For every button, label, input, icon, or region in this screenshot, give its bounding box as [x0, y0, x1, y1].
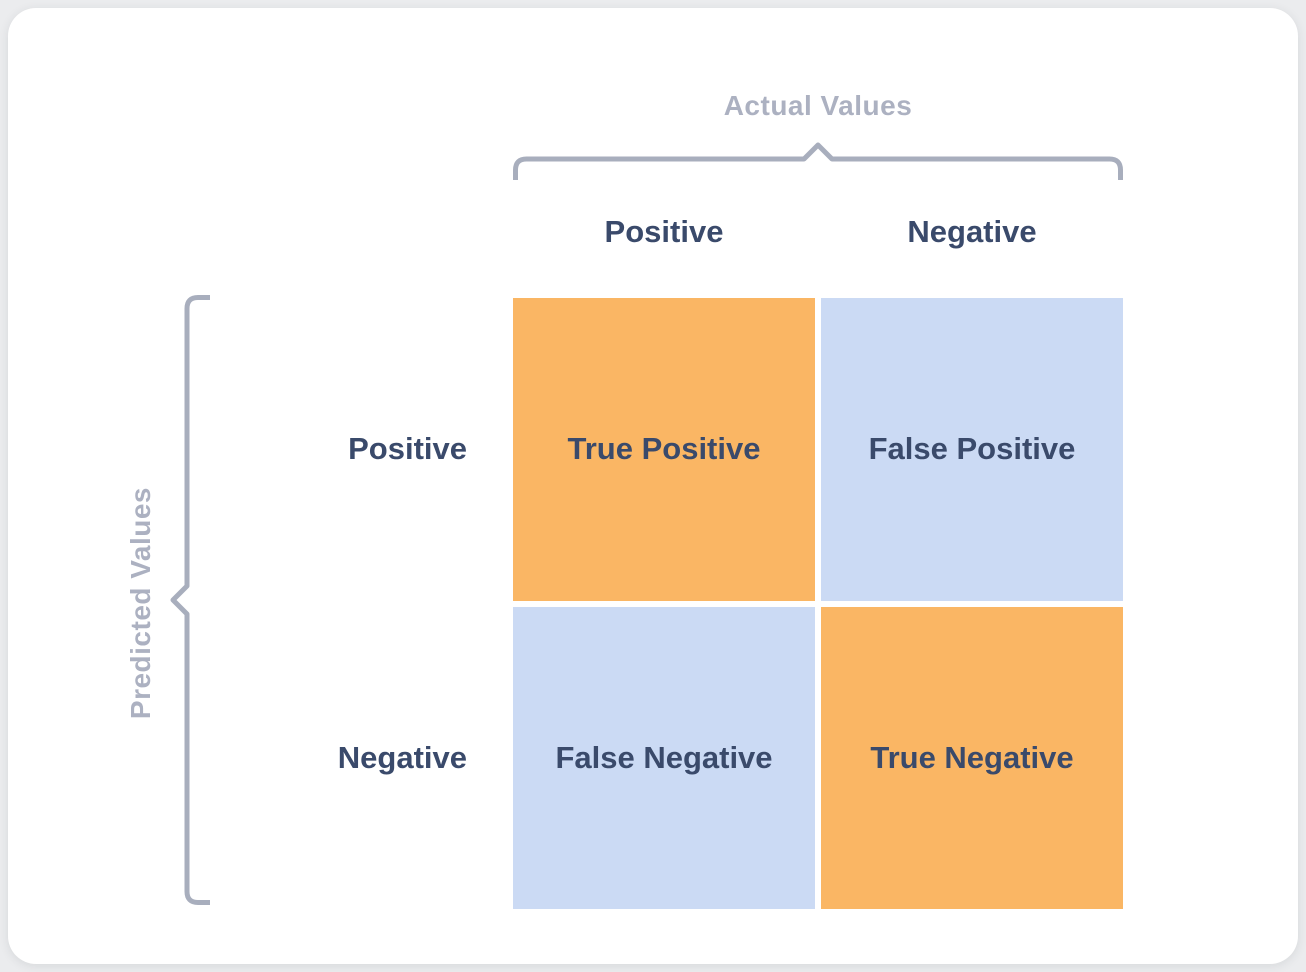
column-header-positive: Positive — [604, 214, 724, 249]
brace-path — [170, 295, 210, 905]
cell-true-positive: True Positive — [513, 298, 815, 601]
predicted-values-brace — [170, 295, 210, 905]
predicted-category-headers: Positive Negative — [200, 298, 467, 909]
brace-path — [513, 142, 1123, 180]
actual-category-headers: Positive Negative — [513, 214, 1123, 250]
actual-values-axis-label: Actual Values — [723, 90, 913, 121]
cell-false-negative: False Negative — [513, 606, 815, 909]
confusion-matrix-grid: True Positive False Positive False Negat… — [513, 298, 1123, 909]
predicted-values-axis-label-box: Predicted Values — [120, 298, 162, 909]
column-header-negative: Negative — [907, 214, 1037, 249]
predicted-values-axis-label: Predicted Values — [125, 487, 156, 720]
row-header-negative: Negative — [337, 739, 467, 775]
cell-true-negative: True Negative — [821, 606, 1123, 909]
actual-values-brace — [513, 142, 1123, 180]
cell-false-positive: False Positive — [821, 298, 1123, 601]
row-header-positive: Positive — [348, 431, 467, 467]
